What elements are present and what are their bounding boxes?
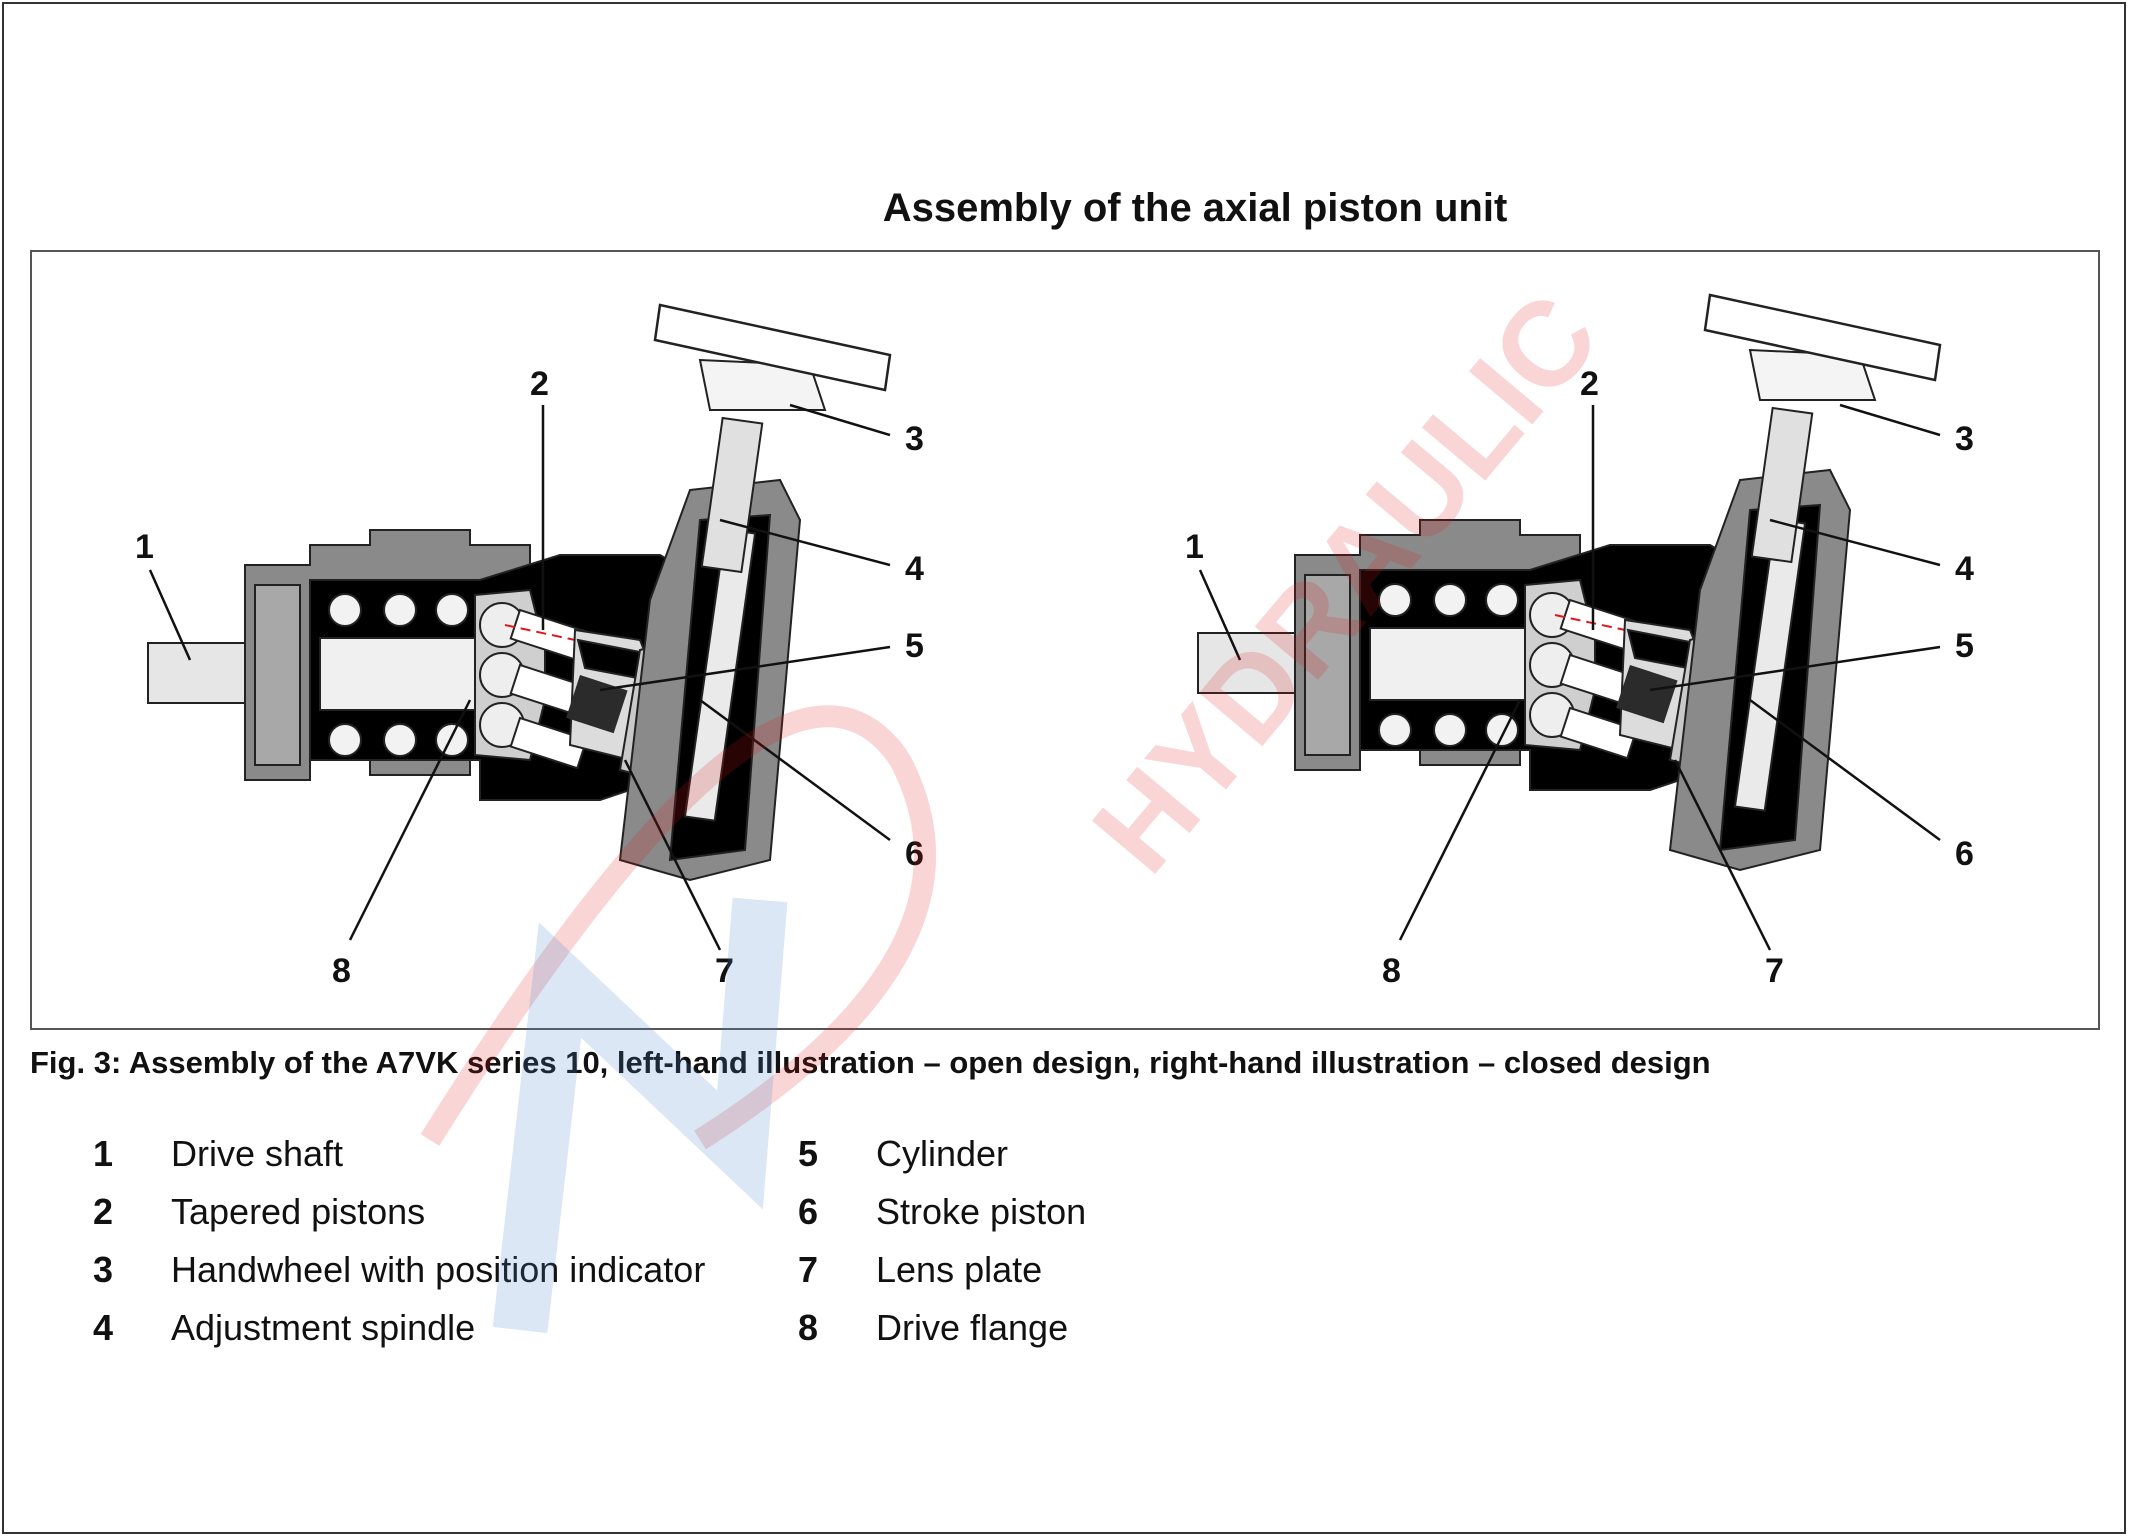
closed-design-illustration [1196, 293, 1942, 872]
callout-8-right: 8 [1382, 952, 1401, 990]
callout-4-right: 4 [1955, 550, 1974, 588]
callout-5-left: 5 [905, 627, 924, 665]
callout-5-right: 5 [1955, 627, 1974, 665]
callout-1-left: 1 [135, 528, 154, 566]
callout-2-right: 2 [1580, 365, 1599, 403]
callout-lines-left [148, 403, 891, 951]
page-title: Assembly of the axial piston unit [882, 186, 1508, 230]
callout-6-left: 6 [905, 835, 924, 873]
figure-frame [30, 250, 2100, 1030]
callout-3-left: 3 [905, 420, 924, 458]
callout-8-left: 8 [332, 952, 351, 990]
open-design-illustration [146, 303, 892, 882]
callout-7-right: 7 [1765, 952, 1784, 990]
callout-lines-right [1198, 403, 1941, 951]
callout-4-left: 4 [905, 550, 924, 588]
callout-2-left: 2 [530, 365, 549, 403]
callout-1-right: 1 [1185, 528, 1204, 566]
callout-6-right: 6 [1955, 835, 1974, 873]
callout-7-left: 7 [715, 952, 734, 990]
callout-3-right: 3 [1955, 420, 1974, 458]
figure-caption: Fig. 3: Assembly of the A7VK series 10, … [30, 1045, 1711, 1080]
